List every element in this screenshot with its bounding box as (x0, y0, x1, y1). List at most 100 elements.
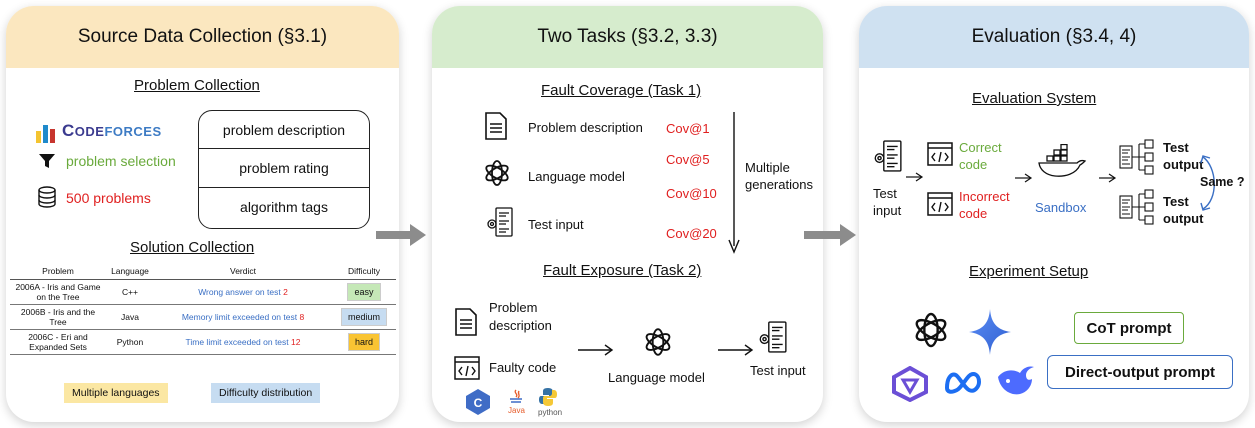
python-logo-icon (539, 388, 557, 406)
solution-table: Problem Language Verdict Difficulty 2006… (10, 263, 396, 355)
test-input-icon (874, 140, 902, 172)
problem-label: Problem (489, 300, 538, 315)
cell-problem: 2006A - Iris and Game on the Tree (10, 279, 106, 305)
database-icon (38, 186, 56, 208)
header-verdict: Verdict (154, 263, 332, 280)
code-window-icon (927, 192, 953, 216)
cell-language: Python (106, 329, 154, 355)
source-panel-title: Source Data Collection (§3.1) (6, 6, 399, 68)
source-data-panel: Source Data Collection (§3.1) Problem Co… (6, 6, 399, 422)
test-output-icon (1119, 189, 1154, 225)
cell-verdict: Time limit exceeded on test 12 (154, 329, 332, 355)
difficulty-distribution-tag: Difficulty distribution (211, 383, 321, 403)
problems-count-label: 500 problems (66, 190, 151, 206)
flow-arrow-1-icon (376, 224, 426, 246)
cot-prompt-box: CoT prompt (1074, 312, 1184, 344)
cov-20: Cov@20 (666, 226, 717, 241)
cov-5: Cov@5 (666, 152, 710, 167)
test-output-a-label-2: output (1163, 157, 1204, 172)
evaluation-system-title: Evaluation System (972, 90, 1097, 107)
generation-arrow-icon (728, 112, 740, 254)
field-algorithm-tags: algorithm tags (240, 199, 328, 215)
java-logo-text: Java (508, 406, 525, 415)
experiment-setup-title: Experiment Setup (969, 263, 1089, 280)
difficulty-badge-hard: hard (347, 333, 380, 351)
test-label: Test (873, 186, 897, 201)
multiple-languages-tag: Multiple languages (64, 383, 168, 403)
gemini-logo-icon (969, 309, 1011, 355)
cell-verdict: Memory limit exceeded on test 8 (154, 304, 332, 330)
fault-coverage-title: Fault Coverage (Task 1) (541, 82, 702, 99)
docker-sandbox-icon (1038, 144, 1087, 177)
openai-logo-icon (485, 160, 509, 186)
arrow-to-model-icon (578, 344, 614, 356)
cell-problem: 2006B - Iris and the Tree (10, 304, 106, 330)
incorrect-code-label-1: Incorrect (959, 189, 1010, 204)
same-question-label: Same ? (1200, 175, 1245, 189)
header-problem: Problem (10, 263, 106, 280)
header-difficulty: Difficulty (332, 263, 396, 280)
table-row: 2006C - Eri and Expanded Sets Python Tim… (10, 329, 396, 355)
test-input-label-2: Test input (750, 363, 806, 378)
field-problem-rating: problem rating (199, 149, 369, 188)
code-window-icon (927, 142, 953, 166)
codeforces-logo-icon (36, 125, 55, 143)
codeforces-logo-text: CODEFORCES (62, 121, 162, 140)
evaluation-panel: Evaluation (§3.4, 4) Evaluation System T… (859, 6, 1249, 422)
sandbox-label: Sandbox (1035, 200, 1087, 215)
qwen-logo-icon (892, 366, 928, 402)
multiple-label: Multiple (745, 160, 790, 175)
generations-label: generations (745, 177, 813, 192)
filter-funnel-icon (39, 154, 55, 168)
test-output-icon (1119, 139, 1154, 175)
difficulty-badge-easy: easy (347, 283, 381, 301)
test-output-b-label-2: output (1163, 211, 1204, 226)
java-logo-icon (510, 389, 522, 403)
arrow-to-test-icon (718, 344, 754, 356)
arrow-to-output-icon (1099, 173, 1117, 183)
fault-exposure-title: Fault Exposure (Task 2) (543, 262, 702, 279)
problem-fields-box: problem description problem rating algor… (198, 110, 370, 229)
correct-code-label-2: code (959, 157, 988, 172)
document-icon (485, 112, 507, 140)
correct-code-label-1: Correct (959, 140, 1002, 155)
input-label: input (873, 203, 902, 218)
incorrect-code-label-2: code (959, 206, 988, 221)
test-input-icon (759, 321, 787, 353)
python-logo-text: python (538, 408, 563, 417)
problem-collection-title: Problem Collection (134, 77, 260, 94)
two-tasks-panel: Two Tasks (§3.2, 3.3) Fault Coverage (Ta… (432, 6, 823, 422)
arrow-to-sandbox-icon (1015, 173, 1033, 183)
document-icon (455, 308, 477, 336)
cov-10: Cov@10 (666, 186, 717, 201)
cell-difficulty: easy (332, 279, 396, 305)
flow-arrow-2-icon (804, 224, 856, 246)
test-input-icon (487, 207, 513, 237)
faulty-code-label: Faulty code (489, 360, 557, 375)
openai-logo-icon (645, 328, 671, 356)
cell-difficulty: hard (332, 329, 396, 355)
problem-description-label: Problem description (528, 120, 643, 135)
language-model-label: Language model (528, 169, 625, 184)
cell-language: C++ (106, 279, 154, 305)
description-label: description (489, 318, 552, 333)
code-window-icon (454, 356, 480, 380)
table-header-row: Problem Language Verdict Difficulty (10, 263, 396, 280)
cell-problem: 2006C - Eri and Expanded Sets (10, 329, 106, 355)
test-output-a-label-1: Test (1163, 140, 1189, 155)
openai-logo-icon (915, 312, 947, 348)
tasks-panel-title: Two Tasks (§3.2, 3.3) (432, 6, 823, 68)
field-problem-description: problem description (199, 111, 369, 149)
table-row: 2006B - Iris and the Tree Java Memory li… (10, 304, 396, 330)
cell-verdict: Wrong answer on test 2 (154, 279, 332, 305)
problem-selection-label: problem selection (66, 153, 176, 169)
header-language: Language (106, 263, 154, 280)
test-input-label: Test input (528, 217, 584, 232)
c-language-logo-icon: C (466, 389, 490, 415)
meta-logo-icon (944, 372, 982, 394)
test-output-b-label-1: Test (1163, 194, 1189, 209)
table-row: 2006A - Iris and Game on the Tree C++ Wr… (10, 279, 396, 305)
cell-difficulty: medium (332, 304, 396, 330)
deepseek-logo-icon (998, 366, 1034, 395)
evaluation-panel-title: Evaluation (§3.4, 4) (859, 6, 1249, 68)
